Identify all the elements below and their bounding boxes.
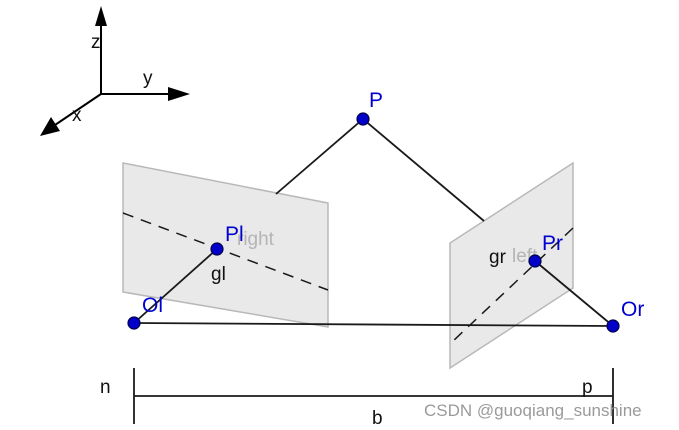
x-axis: [51, 93, 102, 128]
x-axis-arrow-icon: [40, 117, 60, 136]
label-pl: Pl: [225, 223, 244, 246]
point-or: [606, 319, 620, 333]
point-pr: [528, 254, 542, 268]
segment-gl: [133, 248, 218, 324]
ray-p-to-right-plane: [362, 118, 485, 222]
label-n: n: [100, 377, 111, 398]
camera-baseline: [133, 322, 614, 327]
label-b: b: [372, 408, 383, 429]
right-epipolar-line: [451, 227, 574, 343]
label-p: P: [369, 89, 383, 112]
label-or: Or: [621, 298, 644, 321]
label-p-baseline: p: [582, 377, 593, 398]
z-axis-label: z: [91, 32, 101, 53]
segment-gr: [534, 260, 614, 327]
point-pl: [210, 242, 224, 256]
label-ol: Ol: [142, 294, 163, 317]
left-plane-label: right: [237, 229, 275, 250]
label-pr: Pr: [542, 232, 563, 255]
watermark-text: CSDN @guoqiang_sunshine: [424, 401, 642, 420]
label-gl: gl: [211, 264, 226, 285]
z-axis-arrow-icon: [95, 6, 107, 26]
label-gr: gr: [489, 247, 507, 268]
y-axis-arrow-icon: [168, 87, 190, 101]
right-image-plane: [449, 161, 574, 370]
y-axis-label: y: [143, 68, 153, 89]
coordinate-axes: z y x: [40, 6, 190, 136]
point-ol: [127, 316, 141, 330]
point-p: [356, 112, 370, 126]
x-axis-label: x: [72, 105, 82, 126]
ray-p-to-left-plane: [275, 118, 364, 195]
